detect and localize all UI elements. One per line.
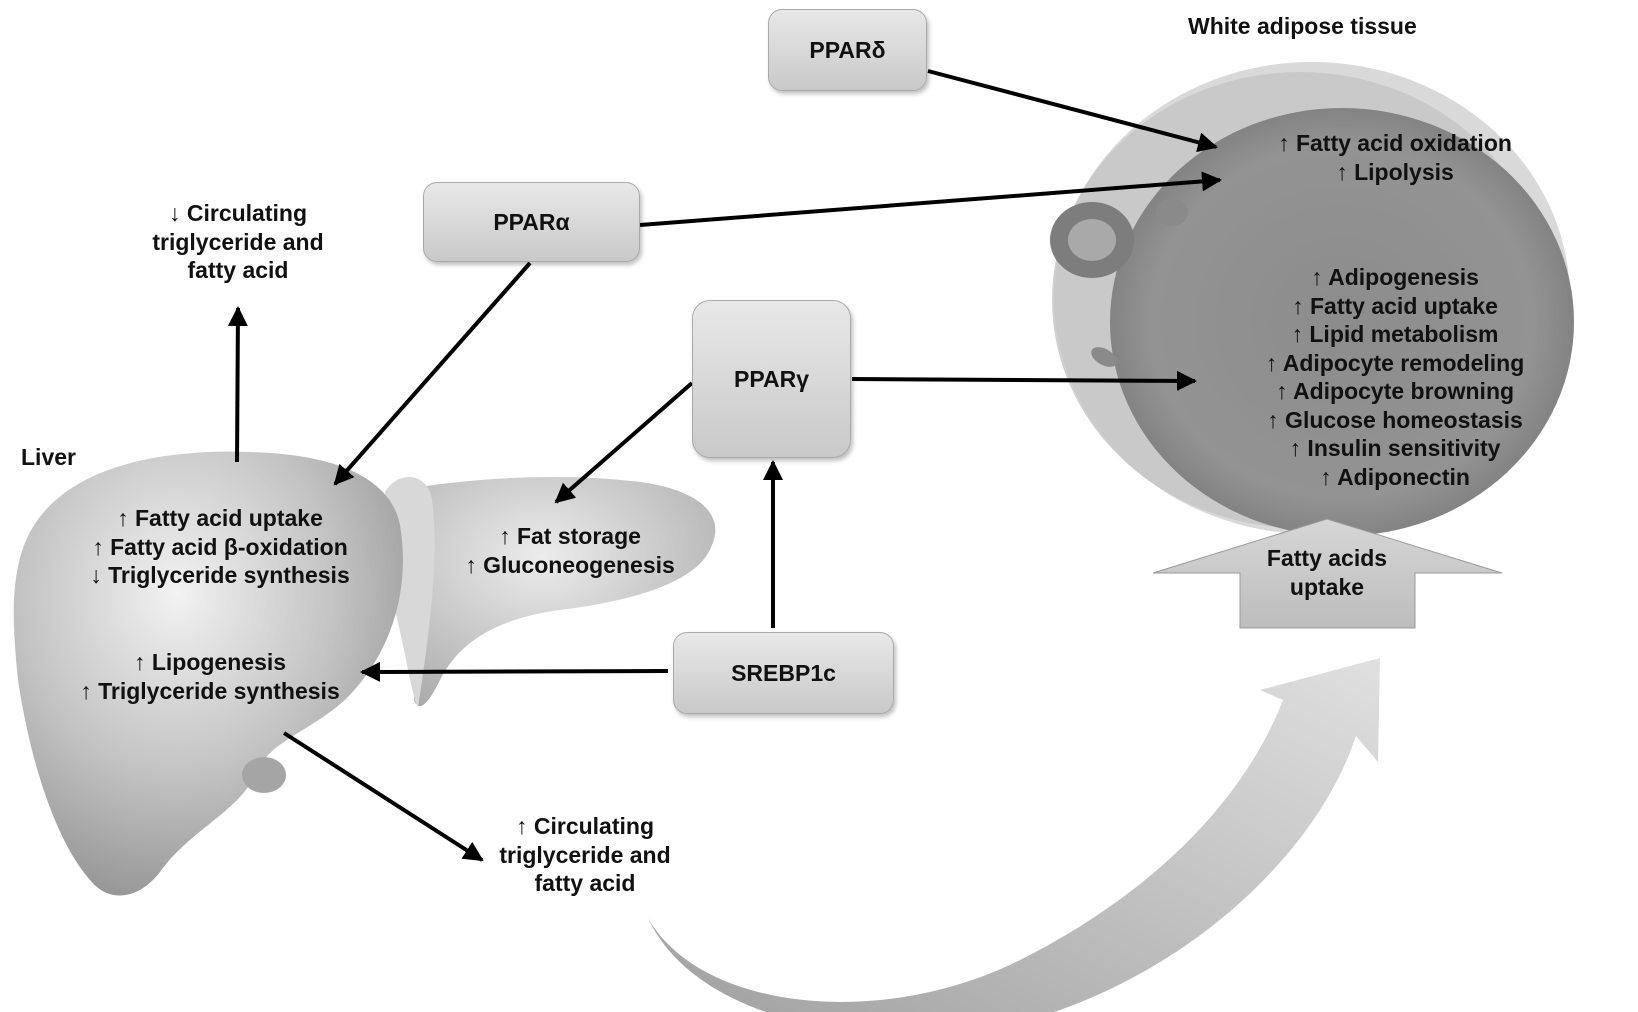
liver-ppar-alpha-effects: ↑ Fatty acid uptake ↑ Fatty acid β-oxida… [90, 505, 350, 588]
adipocyte-illustration [1050, 62, 1574, 536]
adipose-oxidation-effects: ↑ Fatty acid oxidation ↑ Lipolysis [1278, 130, 1512, 185]
arrow-ppar-alpha-to-adipose [639, 171, 1222, 227]
ppar-gamma-label: PPARγ [734, 365, 809, 392]
liver-ppar-gamma-effects: ↑ Fat storage ↑ Gluconeogenesis [465, 523, 675, 578]
arrow-ppar-gamma-to-liver-lobe [554, 381, 694, 504]
curved-flow-arrow [648, 658, 1380, 1012]
circulating-decrease-label: ↓ Circulating triglyceride and fatty aci… [152, 200, 324, 283]
ppar-alpha-label: PPARα [493, 208, 570, 235]
adipose-ppar-gamma-effects: ↑ Adipogenesis ↑ Fatty acid uptake ↑ Lip… [1265, 264, 1525, 490]
fatty-acids-uptake-label: Fatty acids uptake [1266, 545, 1388, 600]
srebp1c-label: SREBP1c [731, 659, 836, 686]
arrow-ppar-gamma-to-adipose [851, 370, 1197, 391]
fatty-acids-uptake-arrow [1152, 518, 1503, 629]
liver-illustration [13, 451, 716, 896]
arrow-ppar-alpha-to-liver [333, 261, 532, 486]
ppar-delta-label: PPARδ [809, 36, 886, 63]
ppar-alpha-node: PPARα [423, 182, 640, 262]
circulating-increase-label: ↑ Circulating triglyceride and fatty aci… [499, 813, 671, 896]
arrow-ppar-delta-to-adipose [927, 69, 1218, 153]
white-adipose-title: White adipose tissue [1188, 13, 1417, 39]
ppar-gamma-node: PPARγ [692, 300, 851, 458]
srebp1c-node: SREBP1c [673, 632, 894, 714]
arrow-liver-to-circulation-up [282, 731, 484, 862]
ppar-delta-node: PPARδ [768, 9, 927, 91]
liver-title: Liver [21, 444, 76, 470]
liver-srebp-effects: ↑ Lipogenesis ↑ Triglyceride synthesis [80, 649, 340, 704]
arrow-liver-to-circulation-down [227, 306, 248, 463]
arrows [227, 69, 1222, 862]
arrow-srebp-to-liver [360, 661, 669, 682]
